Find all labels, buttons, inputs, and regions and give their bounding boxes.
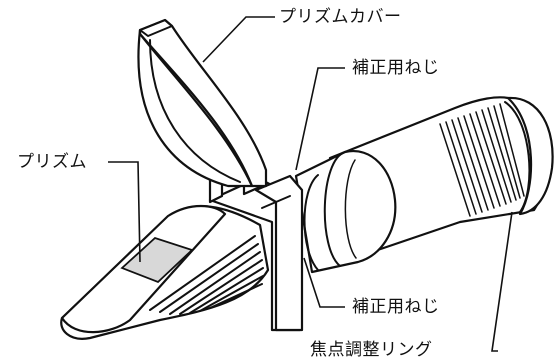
label-correction-screw-top: 補正用ねじ (352, 58, 440, 78)
tube-drawing (294, 149, 397, 274)
label-correction-screw-bottom: 補正用ねじ (352, 297, 440, 317)
prism-housing-drawing (60, 205, 270, 340)
label-focus-ring: 焦点調整リング (310, 340, 433, 360)
prism-cover-drawing (137, 18, 268, 188)
label-prism-cover: プリズムカバー (279, 7, 402, 27)
leader-lines (108, 16, 513, 352)
label-prism: プリズム (17, 152, 87, 172)
